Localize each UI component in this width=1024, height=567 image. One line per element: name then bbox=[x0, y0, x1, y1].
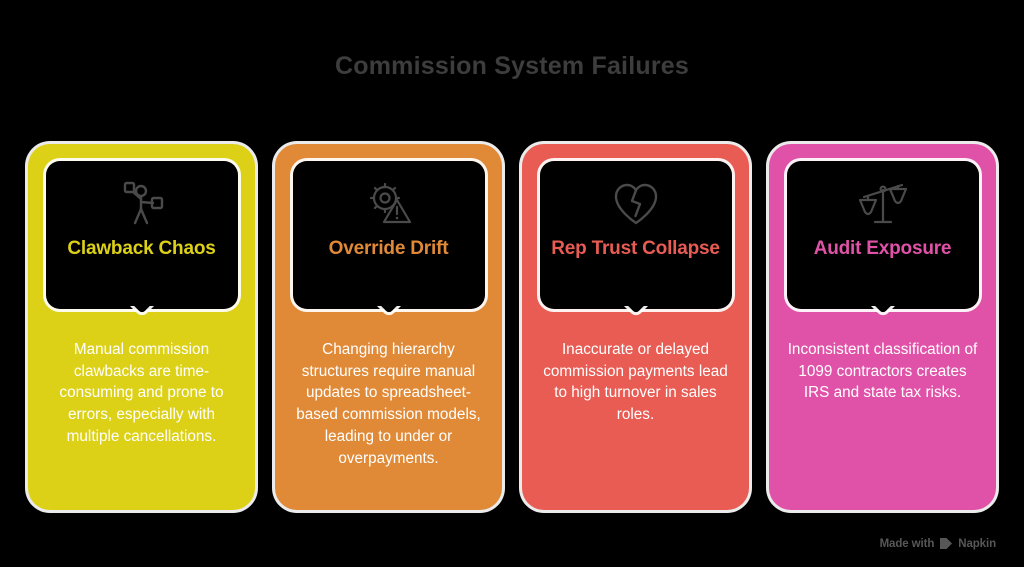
bubble-wrap: Audit Exposure bbox=[786, 161, 979, 309]
card-body: Inconsistent classification of 1099 cont… bbox=[787, 341, 978, 402]
card-body: Changing hierarchy structures require ma… bbox=[296, 341, 481, 467]
watermark-brand: Napkin bbox=[958, 537, 996, 550]
bubble-tail bbox=[369, 306, 409, 326]
card-audit-exposure[interactable]: Audit Exposure Inconsistent classificati… bbox=[769, 144, 996, 510]
bubble: Rep Trust Collapse bbox=[539, 161, 732, 309]
card-title: Clawback Chaos bbox=[67, 238, 216, 259]
card-body: Manual commission clawbacks are time-con… bbox=[59, 341, 224, 445]
napkin-watermark: Made with Napkin bbox=[879, 537, 997, 550]
bubble: Audit Exposure bbox=[786, 161, 979, 309]
card-clawback-chaos[interactable]: Clawback Chaos Manual commission clawbac… bbox=[28, 144, 255, 510]
bubble: Override Drift bbox=[292, 161, 485, 309]
bubble-tail bbox=[616, 306, 656, 326]
bubble-wrap: Override Drift bbox=[292, 161, 485, 309]
page-title: Commission System Failures bbox=[335, 52, 689, 80]
bubble-tail bbox=[863, 306, 903, 326]
broken-heart-icon bbox=[608, 177, 664, 229]
scales-of-justice-icon bbox=[855, 177, 911, 229]
bubble: Clawback Chaos bbox=[45, 161, 238, 309]
card-title: Audit Exposure bbox=[813, 238, 952, 259]
card-row: Clawback Chaos Manual commission clawbac… bbox=[28, 144, 996, 510]
card-title: Override Drift bbox=[328, 238, 449, 259]
bubble-tail bbox=[122, 306, 162, 326]
card-rep-trust-collapse[interactable]: Rep Trust Collapse Inaccurate or delayed… bbox=[522, 144, 749, 510]
napkin-play-logo-icon bbox=[939, 537, 953, 550]
person-juggling-documents-icon bbox=[114, 177, 170, 229]
bubble-wrap: Clawback Chaos bbox=[45, 161, 238, 309]
watermark-text: Made with bbox=[879, 537, 935, 550]
gear-warning-icon bbox=[361, 177, 417, 229]
card-title: Rep Trust Collapse bbox=[551, 238, 720, 259]
card-override-drift[interactable]: Override Drift Changing hierarchy struct… bbox=[275, 144, 502, 510]
card-body: Inaccurate or delayed commission payment… bbox=[543, 341, 728, 424]
bubble-wrap: Rep Trust Collapse bbox=[539, 161, 732, 309]
